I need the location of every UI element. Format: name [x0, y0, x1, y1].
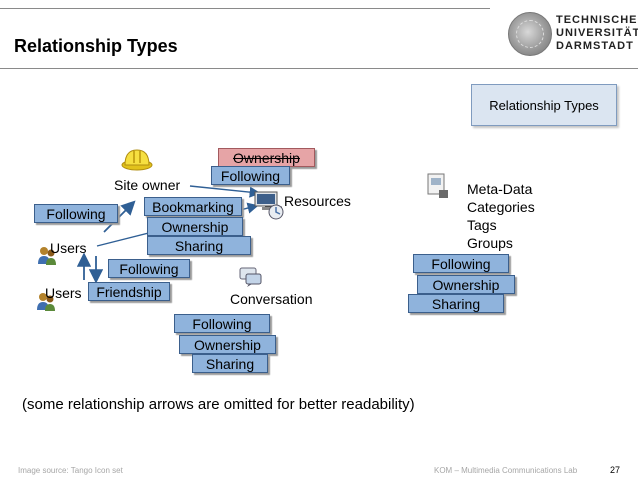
conversation-icon — [239, 267, 262, 287]
conversation-label: Conversation — [230, 291, 313, 307]
computer-resources-icon — [254, 191, 284, 220]
university-line-1: TECHNISCHE — [556, 14, 638, 26]
metadata-item: Categories — [467, 199, 535, 215]
university-seal-detail — [516, 20, 544, 48]
following-between-users-box: Following — [108, 259, 190, 278]
following-conversation-box: Following — [174, 314, 270, 333]
ownership-struck-box: Ownership — [218, 148, 315, 167]
readability-note: (some relationship arrows are omitted fo… — [22, 396, 415, 413]
university-line-2: UNIVERSITÄT — [556, 27, 638, 39]
metadata-item: Meta-Data — [467, 181, 533, 197]
resources-label: Resources — [284, 193, 351, 209]
ownership-metadata-box: Ownership — [417, 275, 515, 294]
page-title: Relationship Types — [14, 36, 178, 56]
ownership-conversation-box: Ownership — [179, 335, 276, 354]
metadata-list: Meta-Data Categories Tags Groups — [467, 180, 535, 252]
users-bottom-label: Users — [45, 285, 82, 301]
arrow-siteowner-to-resources — [189, 185, 261, 198]
header-top-rule — [0, 8, 490, 9]
arrow-users-to-siteowner — [103, 200, 136, 233]
header-bottom-rule — [0, 68, 638, 69]
bookmarking-box: Bookmarking — [144, 197, 242, 216]
site-owner-label: Site owner — [114, 177, 181, 193]
university-line-3: DARMSTADT — [556, 40, 634, 52]
friendship-box: Friendship — [88, 282, 170, 301]
following-metadata-box: Following — [413, 254, 509, 273]
following-users-box: Following — [34, 204, 118, 223]
document-metadata-icon — [427, 173, 448, 198]
university-name: TECHNISCHE UNIVERSITÄT DARMSTADT — [556, 14, 638, 53]
metadata-item: Groups — [467, 235, 513, 251]
image-source-footer: Image source: Tango Icon set — [18, 466, 123, 475]
sharing-conversation-box: Sharing — [192, 354, 268, 373]
page-number: 27 — [610, 465, 621, 475]
relationship-types-callout: Relationship Types — [471, 84, 617, 126]
sharing-metadata-box: Sharing — [408, 294, 504, 313]
users-top-label: Users — [50, 240, 87, 256]
users-icon — [37, 293, 55, 311]
sharing-resources-box: Sharing — [147, 236, 251, 255]
ownership-resources-box: Ownership — [147, 217, 243, 236]
following-site-box: Following — [211, 166, 290, 185]
metadata-item: Tags — [467, 217, 497, 233]
users-icon — [38, 247, 56, 265]
hard-hat-icon — [121, 149, 153, 171]
lab-footer: KOM – Multimedia Communications Lab — [434, 466, 578, 475]
